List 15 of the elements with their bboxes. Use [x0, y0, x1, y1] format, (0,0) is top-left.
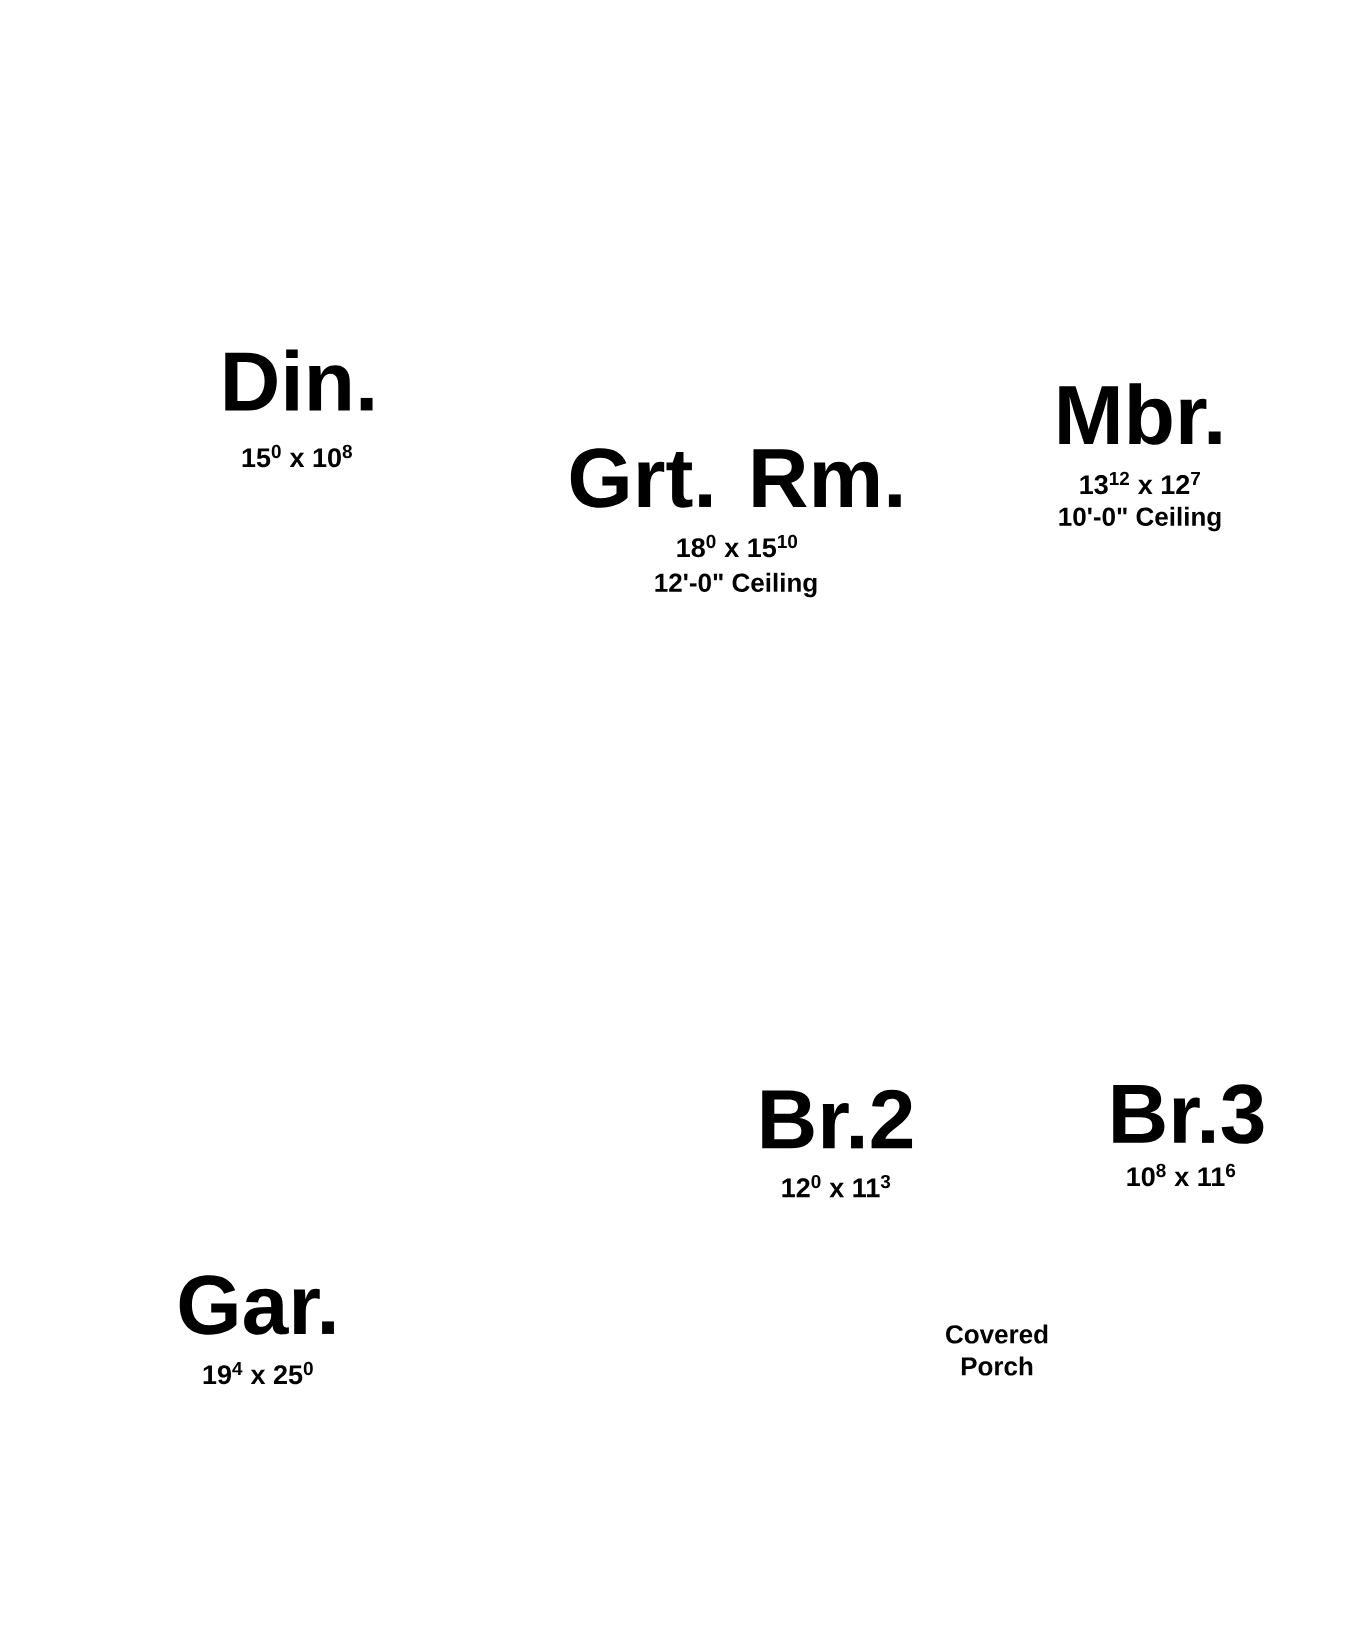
room-name: Br.3 — [1113, 1084, 1264, 1144]
room-name: Gar. — [179, 1275, 334, 1335]
room-dimensions: 13$^{12}$ x 12$^{7}$ — [1080, 471, 1200, 495]
room-name: Din. — [225, 349, 373, 411]
room-dimensions: 19$^{4}$ x 25$^{0}$ — [203, 1361, 313, 1385]
ceiling-height: 12'-0" Ceiling — [655, 572, 817, 598]
ceiling-height: 10'-0" Ceiling — [1059, 506, 1221, 532]
room-name: Grt. Rm. — [570, 448, 901, 508]
room-dimensions: 10$^{8}$ x 11$^{6}$ — [1127, 1163, 1236, 1187]
room-dimensions: 15$^{0}$ x 10$^{8}$ — [242, 444, 352, 468]
room-name: Mbr. — [1059, 383, 1221, 445]
porch-label: Covered Porch — [946, 1324, 1048, 1376]
room-dimensions: 12$^{0}$ x 11$^{3}$ — [782, 1174, 891, 1198]
room-dimensions: 18$^{0}$ x 15$^{10}$ — [677, 534, 798, 558]
room-name: Br.2 — [762, 1089, 913, 1149]
